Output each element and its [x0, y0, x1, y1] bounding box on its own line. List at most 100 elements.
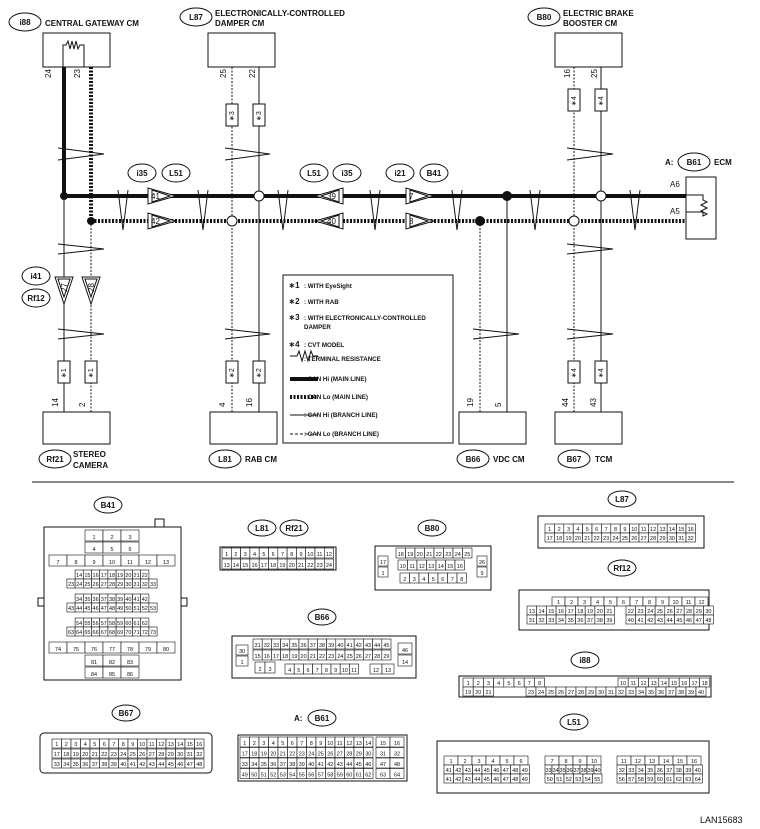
b61-cell — [363, 757, 374, 769]
i88-pin: 8 — [538, 681, 541, 687]
i88-pin: 35 — [648, 690, 654, 696]
svg-text:14: 14 — [51, 398, 60, 407]
b61-cell — [389, 768, 405, 779]
l51-pin: 44 — [474, 768, 480, 774]
tag-i35-mid: i35 — [341, 169, 353, 178]
b80-pin: 13 — [428, 564, 434, 570]
b41-pin: 30 — [125, 582, 131, 588]
b66-pin: 16 — [264, 654, 270, 660]
tcm-module: 44 43 — [554, 398, 623, 445]
l51-pin: 46 — [493, 768, 499, 774]
b61-pin: 1 — [243, 741, 246, 747]
l51-pin: 1 — [449, 759, 452, 765]
b66-pin: 11 — [351, 668, 357, 674]
b61-pin: 23 — [299, 752, 305, 758]
rab-name: RAB CM — [245, 455, 277, 464]
b80-pin: 8 — [460, 577, 463, 583]
rf12-pin: 35 — [568, 618, 574, 624]
b41-pin: 77 — [109, 647, 115, 653]
b80-pin: 26 — [479, 560, 485, 566]
l51-pin: 37 — [666, 768, 672, 774]
rab-connector-id: L81 — [218, 455, 232, 464]
l87-pin: 21 — [584, 536, 590, 542]
b67-pin: 7 — [112, 742, 115, 748]
b41-pin: 6 — [128, 547, 131, 553]
rf12-pin: 3 — [583, 600, 586, 606]
b66-pin: 36 — [301, 643, 307, 649]
rf12-pin: 12 — [698, 600, 704, 606]
b66-pin: 32 — [264, 643, 270, 649]
b41-pin: 17 — [101, 573, 107, 579]
b67-pin: 39 — [111, 762, 117, 768]
b66-pin: 24 — [337, 654, 343, 660]
ecm-prefix: A: — [665, 158, 673, 167]
b41-pin: 8 — [74, 560, 77, 566]
rf12-pin: 21 — [606, 609, 612, 615]
b80-cell — [476, 555, 488, 567]
b61-face-title: B61 — [315, 714, 330, 723]
rf12-pin: 29 — [696, 609, 702, 615]
l51-pin: 47 — [503, 768, 509, 774]
legend-item: : CAN Lo (MAIN LINE) — [304, 394, 368, 401]
i88-pin: 40 — [698, 690, 704, 696]
b41-pin: 23 — [68, 582, 74, 588]
svg-text:∗2: ∗2 — [256, 368, 263, 378]
i88-pin: 33 — [628, 690, 634, 696]
tcm-connector-tag — [557, 449, 591, 469]
b80-pin: 3 — [413, 577, 416, 583]
b41-pin: 80 — [163, 647, 169, 653]
b67-pin: 35 — [73, 762, 79, 768]
b66-pin: 21 — [310, 654, 316, 660]
b41-pin: 73 — [150, 630, 156, 636]
l51-pin: 43 — [465, 777, 471, 783]
brake-module: 16 25 — [554, 32, 623, 78]
junction-pin-41: 41 — [151, 192, 160, 201]
b80-pin: 22 — [436, 552, 442, 558]
i88-pin: 7 — [528, 681, 531, 687]
b67-pin: 25 — [130, 752, 136, 758]
b61-pin: 63 — [380, 773, 386, 779]
i88-pin: 36 — [658, 690, 664, 696]
b41-cell — [120, 541, 140, 554]
b67-pin: 27 — [149, 752, 155, 758]
l51-pin: 16 — [691, 759, 697, 765]
b67-pin: 23 — [111, 752, 117, 758]
b41-cell — [156, 554, 176, 567]
b41-pin: 78 — [127, 647, 133, 653]
b41-pin: 69 — [117, 630, 123, 636]
svg-text:∗4: ∗4 — [598, 96, 605, 106]
l51-pin: 58 — [638, 777, 644, 783]
l87-pin: 14 — [669, 527, 675, 533]
b41-cell — [148, 626, 158, 637]
l51-pin: 36 — [566, 768, 572, 774]
b41-pin: 31 — [134, 582, 140, 588]
b41-cell — [156, 641, 176, 654]
svg-text:∗4: ∗4 — [571, 96, 578, 106]
stereo-camera-module: 14 2 — [42, 398, 111, 445]
gateway-pin-24: 24 — [44, 69, 53, 78]
b61-pin: 11 — [337, 741, 343, 747]
b41-cell — [120, 654, 140, 667]
b67-pin: 42 — [139, 762, 145, 768]
b66-pin: 42 — [356, 643, 362, 649]
b67-pin: 18 — [63, 752, 69, 758]
rf12-pin: 1 — [557, 600, 560, 606]
b67-pin: 1 — [55, 742, 58, 748]
b66-cell — [397, 654, 413, 667]
stereo-name-line1: STEREO — [73, 450, 106, 459]
l87-pin: 30 — [669, 536, 675, 542]
figure-code: LAN15683 — [700, 815, 743, 825]
b41-pin: 39 — [117, 597, 123, 603]
b41-pin: 66 — [93, 630, 99, 636]
l51-pin: 37 — [573, 768, 579, 774]
b41-pin: 9 — [92, 560, 95, 566]
svg-text:22: 22 — [248, 69, 257, 78]
b41-pin: 22 — [142, 573, 148, 579]
l87-pin: 4 — [576, 527, 579, 533]
b66-cell — [349, 663, 359, 675]
b61-pin: 19 — [261, 752, 267, 758]
rf12-pin: 37 — [587, 618, 593, 624]
b41-pin: 3 — [128, 535, 131, 541]
legend-item: : CAN Hi (MAIN LINE) — [304, 376, 367, 383]
b61-pin: 6 — [291, 741, 294, 747]
